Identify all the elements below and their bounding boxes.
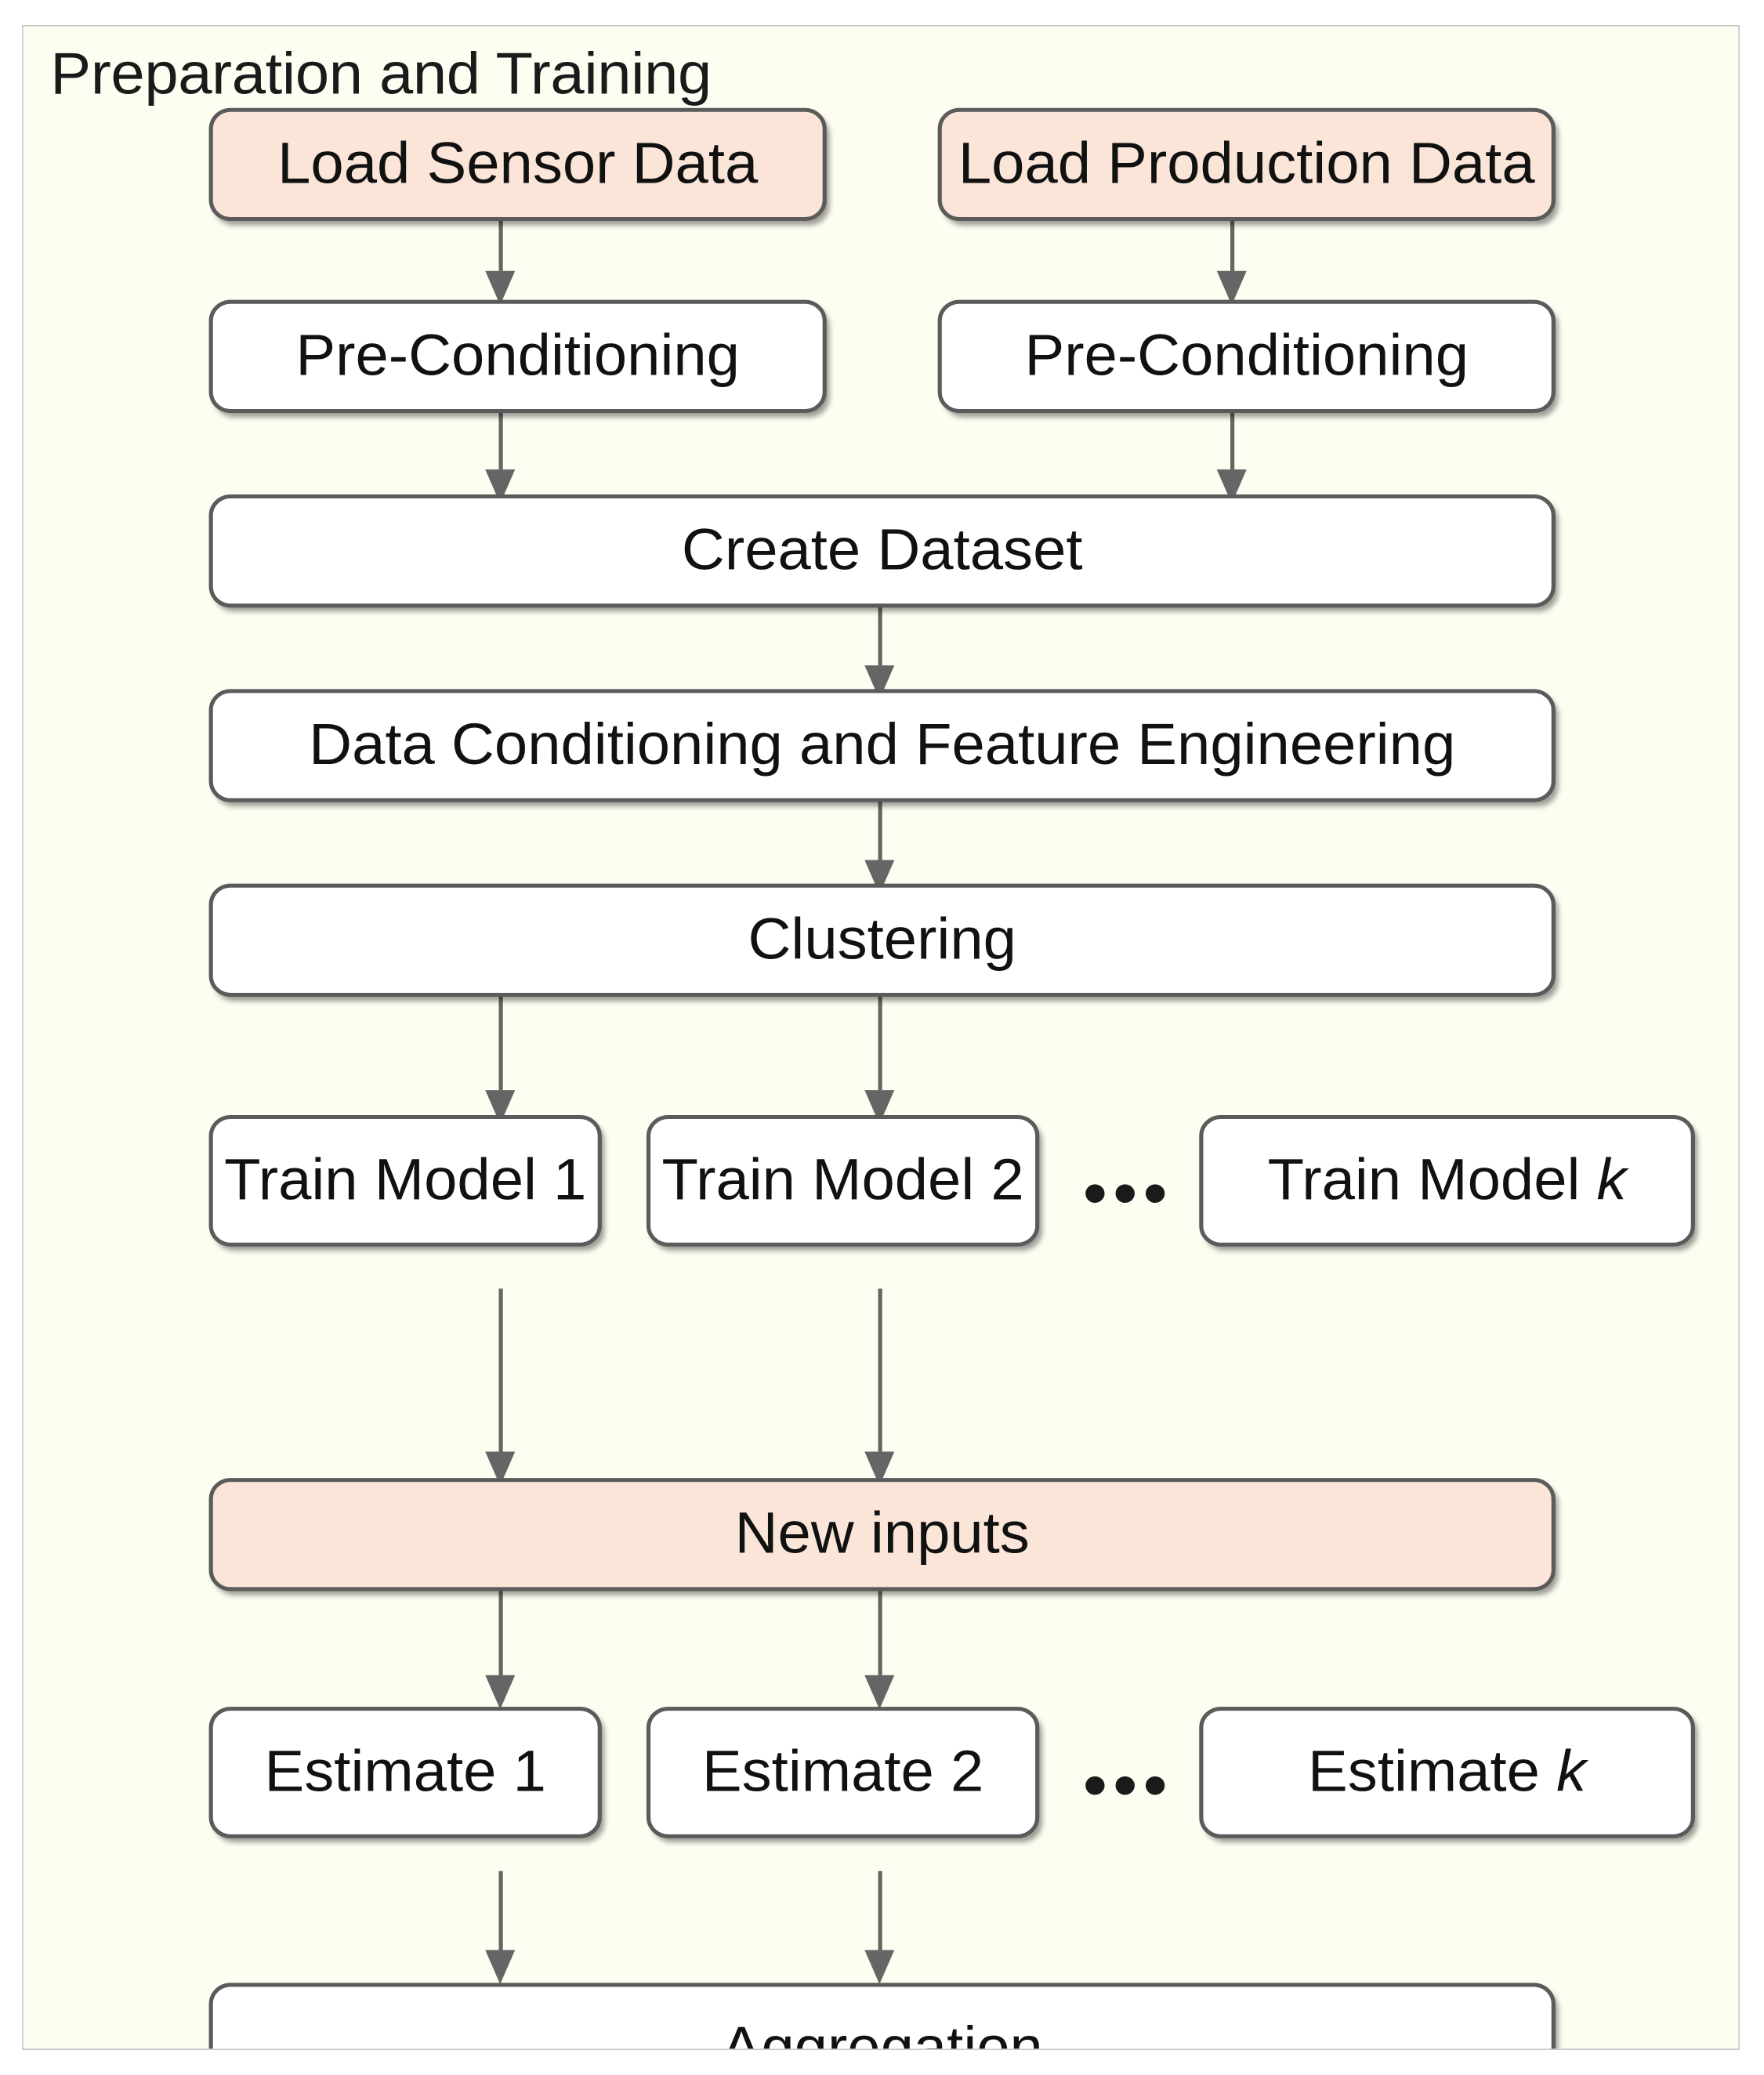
- node-label-load-production-data: Load Production Data: [958, 131, 1535, 197]
- ellipsis-estimate-row: •••: [1083, 1751, 1173, 1820]
- ellipsis-estimate-glyph: •••: [1082, 1747, 1173, 1824]
- node-label-create-dataset: Create Dataset: [681, 518, 1083, 583]
- node-estimate-2[interactable]: Estimate 2: [646, 1707, 1040, 1838]
- node-label-estimate-k-prefix: Estimate: [1308, 1740, 1557, 1805]
- node-create-dataset[interactable]: Create Dataset: [208, 494, 1556, 608]
- node-pre-conditioning-sensor[interactable]: Pre-Conditioning: [208, 299, 827, 413]
- node-label-data-conditioning-feature-engineering: Data Conditioning and Feature Engineerin…: [309, 712, 1456, 777]
- node-load-production-data[interactable]: Load Production Data: [937, 107, 1556, 222]
- node-label-train-model-2: Train Model 2: [661, 1147, 1024, 1213]
- node-label-clustering: Clustering: [748, 907, 1016, 972]
- node-label-load-sensor-data: Load Sensor Data: [277, 131, 759, 197]
- node-label-estimate-k: Estimate k: [1308, 1743, 1586, 1802]
- node-train-model-1[interactable]: Train Model 1: [208, 1114, 602, 1247]
- node-label-train-model-k-prefix: Train Model: [1267, 1147, 1597, 1213]
- node-label-estimate-2: Estimate 2: [701, 1740, 984, 1805]
- node-label-estimate-k-suffix: k: [1556, 1740, 1587, 1805]
- node-label-pre-conditioning-sensor: Pre-Conditioning: [295, 323, 740, 389]
- node-label-train-model-1: Train Model 1: [224, 1147, 587, 1213]
- ellipsis-train-model-row: •••: [1083, 1160, 1173, 1228]
- node-label-train-model-k: Train Model k: [1268, 1151, 1627, 1210]
- node-data-conditioning-feature-engineering[interactable]: Data Conditioning and Feature Engineerin…: [208, 689, 1556, 802]
- node-estimate-k[interactable]: Estimate k: [1199, 1707, 1695, 1838]
- flowchart-diagram: Preparation and Training Estimation: [22, 25, 1740, 2050]
- node-label-new-inputs: New inputs: [734, 1501, 1030, 1566]
- node-new-inputs[interactable]: New inputs: [208, 1478, 1556, 1592]
- node-pre-conditioning-production[interactable]: Pre-Conditioning: [937, 299, 1556, 413]
- node-estimate-1[interactable]: Estimate 1: [208, 1707, 602, 1838]
- node-label-estimate-1: Estimate 1: [264, 1740, 546, 1805]
- node-label-train-model-k-suffix: k: [1596, 1147, 1627, 1213]
- node-clustering[interactable]: Clustering: [208, 883, 1556, 997]
- node-label-aggregation: Aggregation: [721, 2015, 1043, 2050]
- ellipsis-train-glyph: •••: [1082, 1156, 1173, 1233]
- section-title-preparation: Preparation and Training: [50, 39, 712, 107]
- node-load-sensor-data[interactable]: Load Sensor Data: [208, 107, 827, 222]
- node-label-pre-conditioning-production: Pre-Conditioning: [1024, 323, 1469, 389]
- node-aggregation[interactable]: Aggregation: [208, 1983, 1556, 2050]
- node-train-model-k[interactable]: Train Model k: [1199, 1114, 1695, 1247]
- node-train-model-2[interactable]: Train Model 2: [646, 1114, 1040, 1247]
